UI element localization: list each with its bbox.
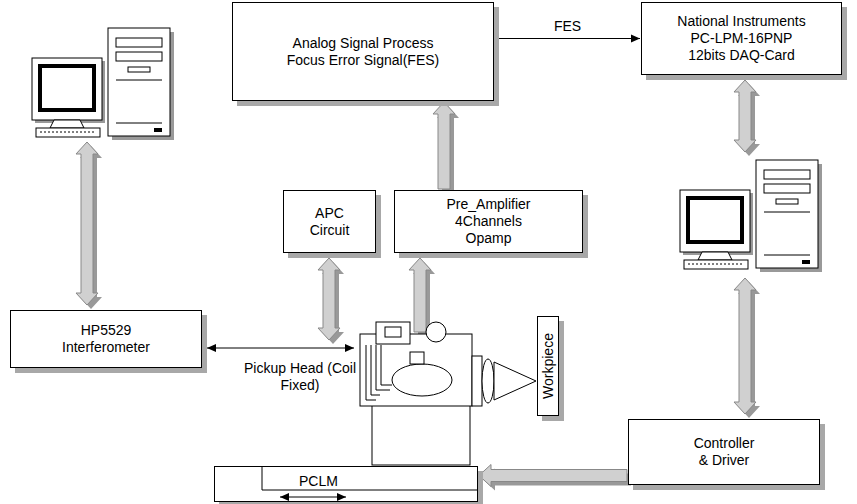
block-arrow xyxy=(433,102,459,193)
box-text: Workpiece xyxy=(540,333,557,399)
amplifier-box: Pre_Amplifier 4Channels Opamp xyxy=(394,190,583,253)
box-text: Controller & Driver xyxy=(691,435,757,469)
circuit-box: APC Circuit xyxy=(283,190,376,253)
process-box: Analog Signal Process Focus Error Signal… xyxy=(232,2,494,101)
controller-box: Controller & Driver xyxy=(628,419,820,485)
signal-arrow xyxy=(495,38,640,39)
box-text: National Instruments PC-LPM-16PNP 12bits… xyxy=(674,13,810,63)
signal-label: FES xyxy=(552,18,583,35)
box-text: PCLM xyxy=(299,473,338,490)
box-text: HP5529 Interferometer xyxy=(56,322,156,356)
box-text: Pre_Amplifier 4Channels Opamp xyxy=(431,196,546,246)
box-text: Analog Signal Process Focus Error Signal… xyxy=(273,35,453,69)
daq-card-box: National Instruments PC-LPM-16PNP 12bits… xyxy=(641,2,842,75)
box-text: APC Circuit xyxy=(305,205,355,239)
interferometer-box: HP5529 Interferometer xyxy=(10,310,202,368)
part-label: Pickup Head (Coil Fixed) xyxy=(240,360,360,394)
workpiece-box: Workpiece xyxy=(537,316,559,416)
block-arrow xyxy=(479,465,631,491)
motor-stage-box: PCLM xyxy=(214,466,478,502)
